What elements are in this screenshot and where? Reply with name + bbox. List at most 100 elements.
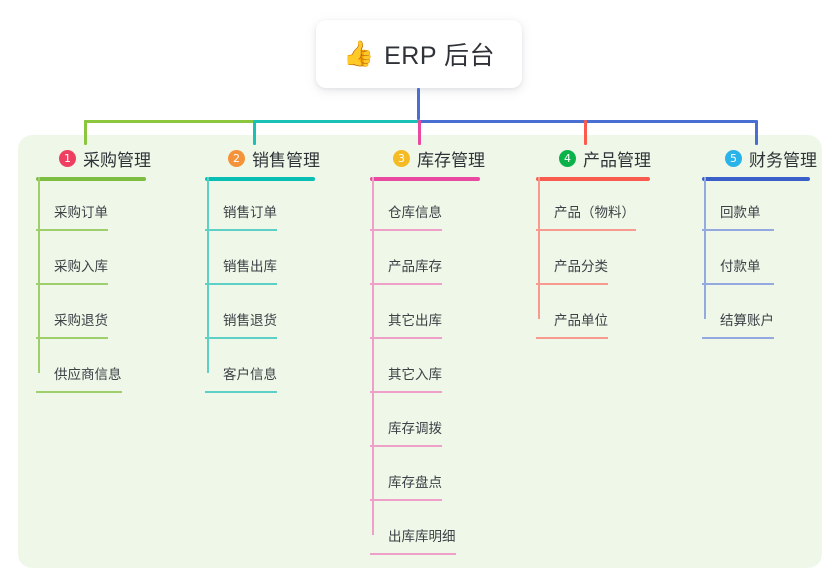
module-item-label: 销售订单 (223, 205, 277, 220)
module-item-label: 客户信息 (223, 367, 277, 382)
module-spine-5 (704, 177, 706, 319)
module-item-label: 付款单 (720, 259, 761, 274)
thumbs-up-icon: 👍 (342, 39, 375, 68)
module-title: 产品管理 (583, 150, 651, 170)
module-item-underline (205, 337, 277, 339)
module-item[interactable]: 库存盘点 (370, 475, 442, 501)
module-item-underline (370, 391, 442, 393)
module-item-underline (36, 229, 108, 231)
module-item-underline (536, 337, 608, 339)
module-title: 销售管理 (252, 150, 320, 170)
module-column-2: 2 销售管理 (205, 145, 320, 181)
module-item-underline (702, 337, 774, 339)
module-item-label: 销售退货 (223, 313, 277, 328)
module-spine-1 (38, 177, 40, 373)
module-item[interactable]: 出库库明细 (370, 529, 456, 555)
module-item-underline (536, 283, 608, 285)
module-item[interactable]: 采购退货 (36, 313, 108, 339)
module-header-5[interactable]: 5 财务管理 (702, 145, 817, 171)
module-item[interactable]: 回款单 (702, 205, 774, 231)
module-number-badge: 1 (59, 149, 76, 167)
module-item[interactable]: 库存调拨 (370, 421, 442, 447)
root-stem (417, 88, 420, 120)
module-number-badge: 5 (725, 149, 742, 167)
module-item-label: 产品单位 (554, 313, 608, 328)
module-underline (702, 177, 810, 181)
module-item-label: 结算账户 (720, 313, 774, 328)
module-underline (370, 177, 480, 181)
module-item-underline (370, 283, 442, 285)
modules-panel (18, 135, 822, 568)
module-item-underline (370, 229, 442, 231)
module-item-label: 产品分类 (554, 259, 608, 274)
module-item-underline (370, 553, 456, 555)
module-item[interactable]: 结算账户 (702, 313, 774, 339)
module-item-underline (370, 499, 442, 501)
module-item-label: 采购退货 (54, 313, 108, 328)
module-column-3: 3 库存管理 (370, 145, 485, 181)
module-item-label: 库存调拨 (388, 421, 442, 436)
module-item-label: 销售出库 (223, 259, 277, 274)
module-item-label: 采购订单 (54, 205, 108, 220)
module-item-underline (205, 391, 277, 393)
module-item-underline (205, 283, 277, 285)
drop-product (584, 120, 587, 145)
module-item[interactable]: 仓库信息 (370, 205, 442, 231)
module-item[interactable]: 产品单位 (536, 313, 608, 339)
module-title: 财务管理 (749, 150, 817, 170)
module-column-4: 4 产品管理 (536, 145, 651, 181)
module-item[interactable]: 客户信息 (205, 367, 277, 393)
module-item[interactable]: 采购入库 (36, 259, 108, 285)
module-header-1[interactable]: 1 采购管理 (36, 145, 151, 171)
module-header-3[interactable]: 3 库存管理 (370, 145, 485, 171)
module-item-underline (370, 337, 442, 339)
module-item-underline (536, 229, 636, 231)
module-underline (536, 177, 650, 181)
module-item-underline (370, 445, 442, 447)
bus-teal (253, 120, 419, 123)
module-item-label: 采购入库 (54, 259, 108, 274)
module-number-badge: 2 (228, 149, 245, 167)
module-item-underline (36, 337, 108, 339)
bus-green (84, 120, 254, 123)
module-item[interactable]: 采购订单 (36, 205, 108, 231)
root-title-card[interactable]: 👍 ERP 后台 (316, 20, 522, 88)
module-number-badge: 4 (559, 149, 576, 167)
module-spine-2 (207, 177, 209, 373)
module-item[interactable]: 其它出库 (370, 313, 442, 339)
module-item-label: 其它入库 (388, 367, 442, 382)
module-item-underline (702, 229, 774, 231)
module-item[interactable]: 产品库存 (370, 259, 442, 285)
module-item-label: 产品（物料） (554, 205, 635, 220)
drop-inventory (418, 120, 421, 145)
module-item-underline (36, 283, 108, 285)
module-item-label: 库存盘点 (388, 475, 442, 490)
page-title: ERP 后台 (384, 42, 496, 70)
module-title: 采购管理 (83, 150, 151, 170)
bus-blue (418, 120, 756, 123)
module-item-label: 回款单 (720, 205, 761, 220)
module-item-label: 供应商信息 (54, 367, 122, 382)
module-spine-3 (372, 177, 374, 535)
module-item[interactable]: 供应商信息 (36, 367, 122, 393)
module-item[interactable]: 产品分类 (536, 259, 608, 285)
module-item-label: 出库库明细 (388, 529, 456, 544)
module-item[interactable]: 销售出库 (205, 259, 277, 285)
module-item[interactable]: 产品（物料） (536, 205, 636, 231)
module-item-underline (36, 391, 122, 393)
module-number-badge: 3 (393, 149, 410, 167)
module-item[interactable]: 销售订单 (205, 205, 277, 231)
module-item[interactable]: 其它入库 (370, 367, 442, 393)
module-item[interactable]: 付款单 (702, 259, 774, 285)
module-underline (205, 177, 315, 181)
module-header-4[interactable]: 4 产品管理 (536, 145, 651, 171)
drop-sales (253, 120, 256, 145)
module-title: 库存管理 (417, 150, 485, 170)
drop-finance (755, 120, 758, 145)
module-column-1: 1 采购管理 (36, 145, 151, 181)
module-item[interactable]: 销售退货 (205, 313, 277, 339)
module-item-label: 其它出库 (388, 313, 442, 328)
drop-purchase (84, 120, 87, 145)
module-spine-4 (538, 177, 540, 319)
module-header-2[interactable]: 2 销售管理 (205, 145, 320, 171)
